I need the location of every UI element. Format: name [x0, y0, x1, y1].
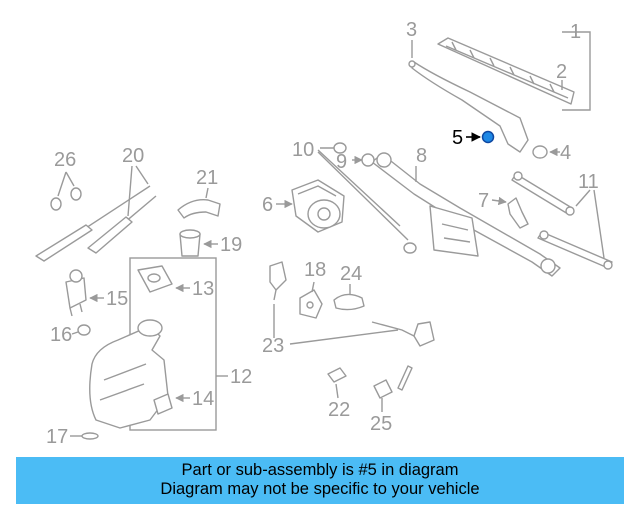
part-21-hose	[177, 199, 221, 219]
callout-2: 2	[556, 61, 567, 83]
parts-diagram: 1 2 3 4 5 6 7 8 9 10 11 12 13 14 15 16 1…	[35, 19, 613, 448]
banner-line-1: Part or sub-assembly is #5 in diagram	[181, 461, 459, 479]
leader-7	[491, 196, 507, 206]
part-12-reservoir	[89, 319, 169, 429]
callout-25: 25	[370, 413, 392, 435]
part-7-bracket	[507, 197, 529, 229]
leader-21	[205, 187, 209, 199]
callout-13: 13	[192, 278, 214, 300]
part-16-grommet	[77, 324, 91, 336]
part-19-cap	[179, 229, 201, 257]
info-banner: Part or sub-assembly is #5 in diagram Di…	[16, 457, 624, 504]
leader-11	[575, 189, 605, 259]
callout-22: 22	[328, 399, 350, 421]
part-10-grommet-bottom	[403, 242, 417, 254]
bracket-1	[562, 31, 591, 111]
callout-8: 8	[416, 145, 427, 167]
callout-16: 16	[50, 324, 72, 346]
leader-23	[273, 304, 399, 345]
callout-17: 17	[46, 426, 68, 448]
wiper-motor-part	[291, 179, 345, 233]
callout-12: 12	[230, 366, 252, 388]
callout-3: 3	[406, 19, 417, 41]
leader-26	[57, 171, 75, 197]
part-22-clip	[327, 367, 347, 383]
part-14-clip	[153, 393, 173, 415]
part-20-gas-struts	[35, 185, 157, 262]
leader-22	[335, 383, 339, 399]
banner-line-2: Diagram may not be specific to your vehi…	[160, 480, 480, 498]
part-23-sensors	[269, 261, 435, 347]
callout-6: 6	[262, 194, 273, 216]
callout-9: 9	[336, 151, 347, 173]
part-17-seal	[81, 432, 99, 440]
callout-23: 23	[262, 335, 284, 357]
part-13-bracket	[137, 265, 173, 293]
part-4-nut	[532, 145, 548, 159]
callout-20: 20	[122, 145, 144, 167]
wiper-blade-part	[437, 37, 575, 105]
wiper-linkage-part	[361, 152, 561, 277]
leader-16	[71, 331, 79, 335]
wiper-arm-part	[408, 60, 529, 153]
part-10-grommet-top	[333, 142, 347, 154]
leader-18	[311, 281, 315, 293]
callout-11: 11	[578, 171, 599, 193]
callout-21: 21	[196, 167, 218, 189]
callout-19: 19	[220, 234, 242, 256]
part-26-clips	[50, 187, 82, 211]
callout-24: 24	[340, 263, 362, 285]
callout-15: 15	[106, 288, 128, 310]
part-18-bracket	[299, 289, 323, 319]
callout-26: 26	[54, 149, 76, 171]
part-25-sensor	[373, 365, 413, 399]
callout-4: 4	[560, 142, 571, 164]
callout-10: 10	[292, 139, 314, 161]
part-5-highlighted[interactable]	[481, 130, 495, 144]
part-15-pump	[65, 269, 87, 317]
callout-5: 5	[452, 127, 463, 149]
callout-1: 1	[570, 21, 581, 43]
callout-18: 18	[304, 259, 326, 281]
part-24-nozzle	[333, 293, 365, 311]
callout-14: 14	[192, 388, 214, 410]
part-11-rods	[511, 171, 613, 270]
callout-7: 7	[478, 190, 489, 212]
leader-20	[127, 165, 149, 217]
